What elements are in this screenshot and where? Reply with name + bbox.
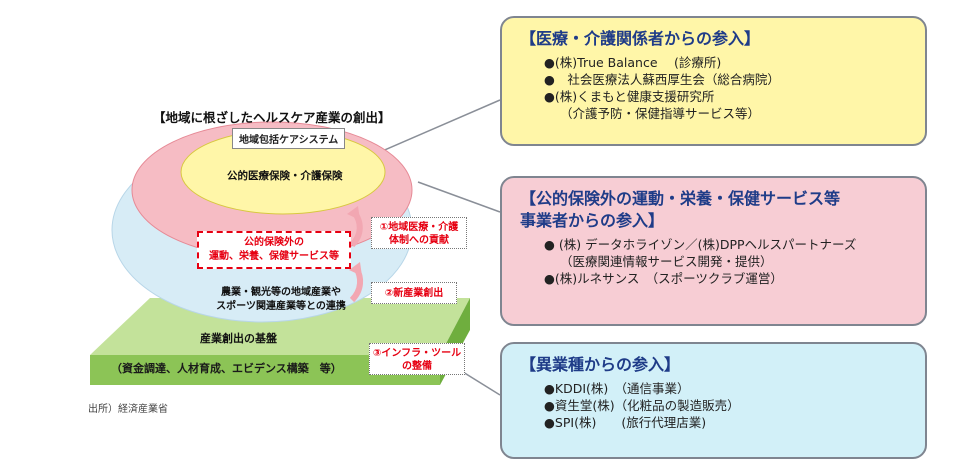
side-label-1: ①地域医療・介護 体制への貢献 — [371, 217, 467, 249]
arrow-head-icon — [347, 206, 360, 220]
red-box-line-2: 運動、栄養、保健サービス等 — [209, 251, 339, 262]
list-item-text: ●(株)くまもと健康支援研究所 — [544, 89, 715, 104]
side-label-3-line-2: の整備 — [402, 361, 432, 372]
panel-non-insurance-services: 【公的保険外の運動・栄養・保健サービス等 事業者からの参入】 ● (株) データ… — [500, 176, 927, 326]
list-item-text: ●(株)True Balance (診療所) — [544, 55, 722, 70]
linkage-label: 農業・観光等の地域産業や スポーツ関連産業等との連携 — [196, 286, 366, 314]
core-label: 公的医療保険・介護保険 — [227, 170, 343, 182]
panel-other-industries-list: ●KDDI(株) （通信事業） ●資生堂(株)（化粧品の製造販売） ●SPI(株… — [520, 380, 907, 431]
linkage-line-1: 農業・観光等の地域産業や — [221, 287, 341, 298]
tag-community-care: 地域包括ケアシステム — [232, 128, 346, 149]
arrow-head-icon-2 — [349, 262, 362, 276]
list-item: ● 社会医療法人蘇西厚生会（総合病院） — [520, 71, 907, 88]
base-platform-front — [90, 355, 440, 385]
list-item-subtext: （介護予防・保健指導サービス等） — [560, 106, 761, 121]
list-item-text: ●(株)ルネサンス （スポーツクラブ運営） — [544, 271, 783, 286]
list-item: ● (株) データホライゾン／(株)DPPヘルスパートナーズ （医療関連情報サー… — [520, 236, 907, 270]
list-item: ●(株)ルネサンス （スポーツクラブ運営） — [520, 270, 907, 287]
non-insurance-services-box: 公的保険外の 運動、栄養、保健サービス等 — [197, 231, 351, 269]
list-item: ●資生堂(株)（化粧品の製造販売） — [520, 397, 907, 414]
panel-medical-care: 【医療・介護関係者からの参入】 ●(株)True Balance (診療所) ●… — [500, 16, 927, 146]
list-item: ●SPI(株) (旅行代理店業) — [520, 414, 907, 431]
base-title: 産業創出の基盤 — [200, 332, 277, 345]
linkage-line-2: スポーツ関連産業等との連携 — [216, 301, 346, 312]
side-label-3-line-1: ③インフラ・ツール — [372, 348, 462, 359]
list-item-text: ●SPI(株) (旅行代理店業) — [544, 415, 707, 430]
panel-other-industries-title: 【異業種からの参入】 — [520, 355, 681, 374]
list-item-subtext: （医療関連情報サービス開発・提供） — [560, 254, 773, 269]
base-platform-top — [90, 298, 470, 355]
side-label-3: ③インフラ・ツール の整備 — [369, 343, 465, 375]
panel-non-insurance-title-2: 事業者からの参入】 — [520, 211, 665, 230]
panel-non-insurance-title: 【公的保険外の運動・栄養・保健サービス等 — [520, 189, 841, 208]
base-subtitle: （資金調達、人材育成、エビデンス構築 等） — [111, 362, 342, 375]
side-label-2: ②新産業創出 — [371, 282, 457, 304]
source-note: 出所）経済産業省 — [88, 404, 168, 415]
list-item: ●(株)くまもと健康支援研究所 （介護予防・保健指導サービス等） — [520, 88, 907, 122]
panel-medical-care-list: ●(株)True Balance (診療所) ● 社会医療法人蘇西厚生会（総合病… — [520, 54, 907, 122]
diagram-title: 【地域に根ざしたヘルスケア産業の創出】 — [153, 110, 391, 125]
list-item-text: ● 社会医療法人蘇西厚生会（総合病院） — [544, 72, 780, 87]
red-box-line-1: 公的保険外の — [244, 237, 304, 248]
connector-line-2 — [417, 181, 501, 213]
connector-line-1 — [379, 99, 501, 153]
list-item-text: ●KDDI(株) （通信事業） — [544, 381, 690, 396]
list-item: ●(株)True Balance (診療所) — [520, 54, 907, 71]
side-label-2-line-1: ②新産業創出 — [384, 288, 444, 299]
side-label-1-line-2: 体制への貢献 — [389, 235, 449, 246]
list-item-text: ●資生堂(株)（化粧品の製造販売） — [544, 398, 740, 413]
panel-non-insurance-list: ● (株) データホライゾン／(株)DPPヘルスパートナーズ （医療関連情報サー… — [520, 236, 907, 287]
list-item: ●KDDI(株) （通信事業） — [520, 380, 907, 397]
panel-other-industries: 【異業種からの参入】 ●KDDI(株) （通信事業） ●資生堂(株)（化粧品の製… — [500, 342, 927, 459]
panel-medical-care-title: 【医療・介護関係者からの参入】 — [520, 29, 761, 48]
list-item-text: ● (株) データホライゾン／(株)DPPヘルスパートナーズ — [544, 237, 857, 252]
side-label-1-line-1: ①地域医療・介護 — [379, 222, 459, 233]
